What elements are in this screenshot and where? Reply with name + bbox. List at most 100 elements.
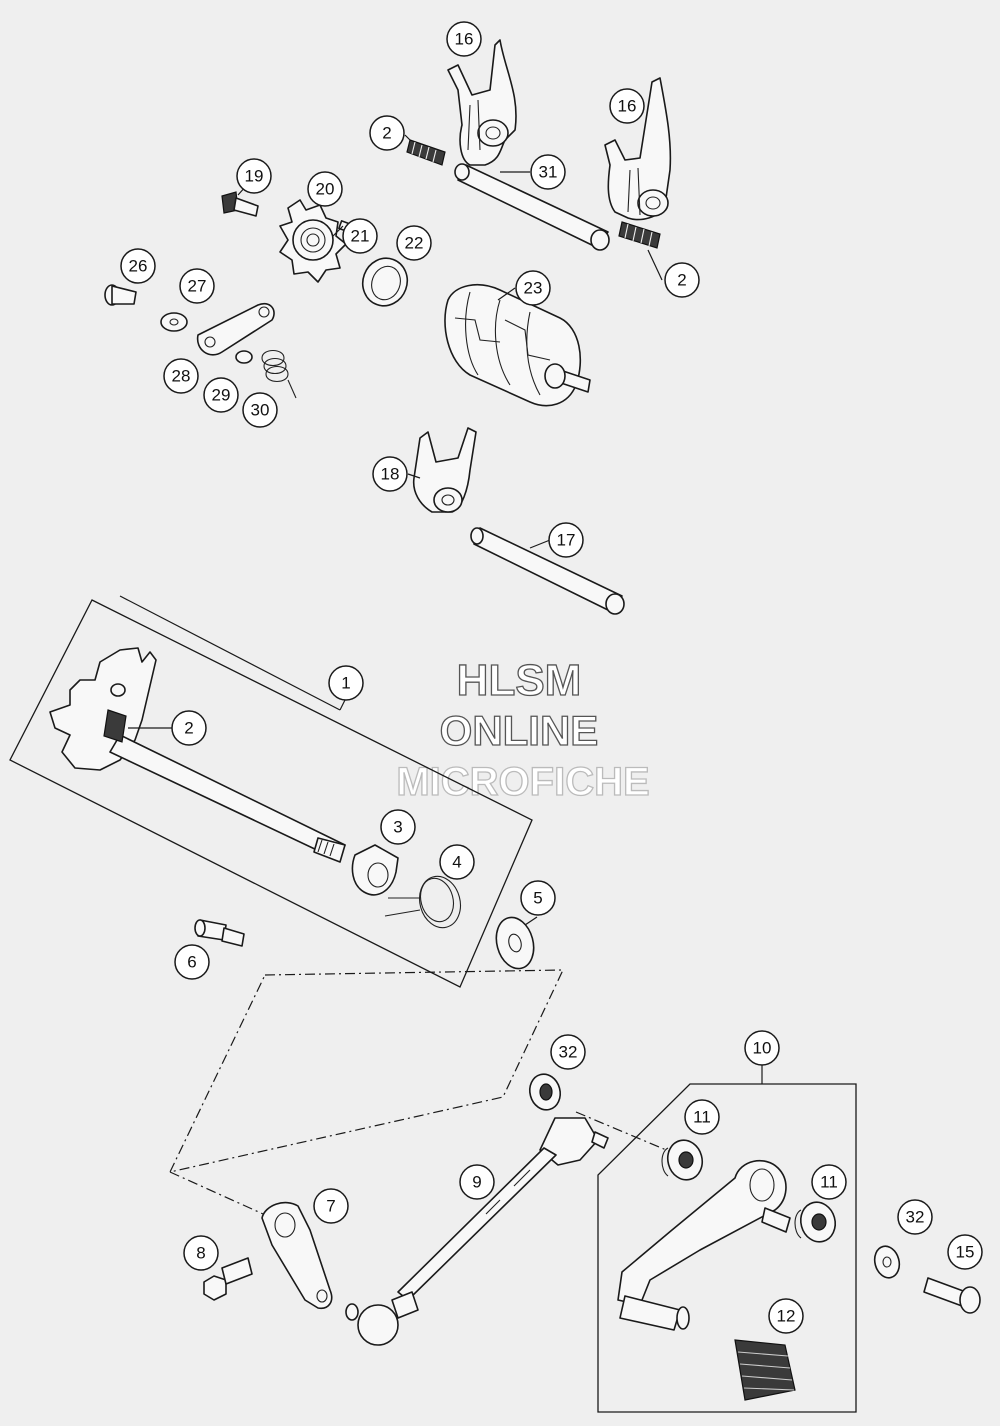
callout-19[interactable]: 19 xyxy=(236,158,272,194)
callout-label: 30 xyxy=(251,401,270,420)
callout-label: 4 xyxy=(452,853,461,872)
shift-pedal-lever xyxy=(617,1159,791,1331)
callout-label: 5 xyxy=(533,889,542,908)
callout-10[interactable]: 10 xyxy=(744,1030,780,1066)
callout-27[interactable]: 27 xyxy=(179,268,215,304)
callout-2-shaft[interactable]: 2 xyxy=(171,710,207,746)
callout-1[interactable]: 1 xyxy=(328,665,364,701)
callout-label: 2 xyxy=(184,719,193,738)
pin-6 xyxy=(194,919,245,947)
callout-31[interactable]: 31 xyxy=(530,154,566,190)
callout-label: 28 xyxy=(172,367,191,386)
shift-drum-23 xyxy=(444,284,591,407)
return-spring-4 xyxy=(384,875,462,929)
callout-26[interactable]: 26 xyxy=(120,248,156,284)
callout-5[interactable]: 5 xyxy=(520,880,556,916)
shift-drum-locator-20 xyxy=(279,199,347,283)
washer-32-left xyxy=(528,1073,562,1111)
callout-2-right[interactable]: 2 xyxy=(664,262,700,298)
callout-11-upper[interactable]: 11 xyxy=(684,1099,720,1135)
callout-label: 31 xyxy=(539,163,558,182)
callout-32-left[interactable]: 32 xyxy=(550,1034,586,1070)
callout-label: 27 xyxy=(188,277,207,296)
callout-label: 16 xyxy=(618,97,637,116)
callout-23[interactable]: 23 xyxy=(515,270,551,306)
shift-fork-16-left xyxy=(447,39,517,166)
callout-16-right[interactable]: 16 xyxy=(609,88,645,124)
return-spring-clip-3 xyxy=(351,844,399,896)
bolt-8 xyxy=(203,1257,253,1301)
shift-shaft-1 xyxy=(49,647,346,863)
callout-label: 2 xyxy=(677,271,686,290)
callout-label: 10 xyxy=(753,1039,772,1058)
callout-6[interactable]: 6 xyxy=(174,944,210,980)
bolt-15 xyxy=(923,1277,981,1314)
callout-32-right[interactable]: 32 xyxy=(897,1199,933,1235)
bearing-11-upper xyxy=(661,1139,704,1181)
shift-fork-16-right xyxy=(604,77,672,221)
callout-label: 21 xyxy=(351,227,370,246)
callout-12[interactable]: 12 xyxy=(768,1298,804,1334)
callout-29[interactable]: 29 xyxy=(203,377,239,413)
callout-label: 11 xyxy=(693,1108,711,1127)
callout-label: 6 xyxy=(187,953,196,972)
assembly-dashed-outline xyxy=(168,969,564,1173)
pedal-rubber-12 xyxy=(734,1339,796,1401)
watermark: HLSM ONLINE MICROFICHE xyxy=(396,655,651,804)
watermark-line-1: HLSM xyxy=(457,656,582,705)
shift-rail-31 xyxy=(454,163,610,251)
shift-fork-18 xyxy=(412,427,477,513)
callout-label: 8 xyxy=(196,1244,205,1263)
callout-11-lower[interactable]: 11 xyxy=(811,1164,847,1200)
callout-16-left[interactable]: 16 xyxy=(446,21,482,57)
bolt-26 xyxy=(104,284,137,306)
callout-label: 32 xyxy=(559,1043,578,1062)
callout-label: 1 xyxy=(341,674,350,693)
shift-rail-17 xyxy=(470,527,625,615)
washer-32-right xyxy=(873,1245,901,1279)
callout-30[interactable]: 30 xyxy=(242,392,278,428)
callout-22[interactable]: 22 xyxy=(396,225,432,261)
callout-label: 23 xyxy=(524,279,543,298)
locking-lever-28 xyxy=(196,302,275,356)
spring-2-shaft xyxy=(103,709,127,743)
callout-28[interactable]: 28 xyxy=(163,358,199,394)
watermark-line-3: MICROFICHE xyxy=(396,760,649,804)
callout-label: 26 xyxy=(129,257,148,276)
spring-2-right xyxy=(618,221,661,249)
callout-label: 16 xyxy=(455,30,474,49)
callout-9[interactable]: 9 xyxy=(459,1164,495,1200)
callout-label: 2 xyxy=(382,124,391,143)
callout-8[interactable]: 8 xyxy=(183,1235,219,1271)
shift-rod-9 xyxy=(345,1117,609,1346)
callout-18[interactable]: 18 xyxy=(372,456,408,492)
callout-label: 22 xyxy=(405,234,424,253)
callout-label: 3 xyxy=(393,818,402,837)
callout-label: 32 xyxy=(906,1208,925,1227)
callout-3[interactable]: 3 xyxy=(380,809,416,845)
bolt-19 xyxy=(221,191,259,217)
callout-label: 15 xyxy=(956,1243,975,1262)
callout-label: 29 xyxy=(212,386,231,405)
callout-label: 7 xyxy=(326,1197,335,1216)
washer-27 xyxy=(160,312,188,332)
callout-7[interactable]: 7 xyxy=(313,1188,349,1224)
callout-label: 17 xyxy=(557,531,576,550)
callout-17[interactable]: 17 xyxy=(548,522,584,558)
callout-label: 9 xyxy=(472,1173,481,1192)
callout-21[interactable]: 21 xyxy=(342,218,378,254)
callout-20[interactable]: 20 xyxy=(307,171,343,207)
spring-2-upper xyxy=(406,139,446,166)
leader-lines xyxy=(119,134,763,1084)
callout-label: 12 xyxy=(777,1307,796,1326)
bearing-ring-22 xyxy=(361,257,409,307)
callout-15[interactable]: 15 xyxy=(947,1234,983,1270)
callout-label: 19 xyxy=(245,167,264,186)
callout-label: 18 xyxy=(381,465,400,484)
callout-2-upper[interactable]: 2 xyxy=(369,115,405,151)
shift-shaft-group-frame xyxy=(9,599,533,988)
shift-lever-7 xyxy=(261,1201,333,1310)
callout-4[interactable]: 4 xyxy=(439,844,475,880)
